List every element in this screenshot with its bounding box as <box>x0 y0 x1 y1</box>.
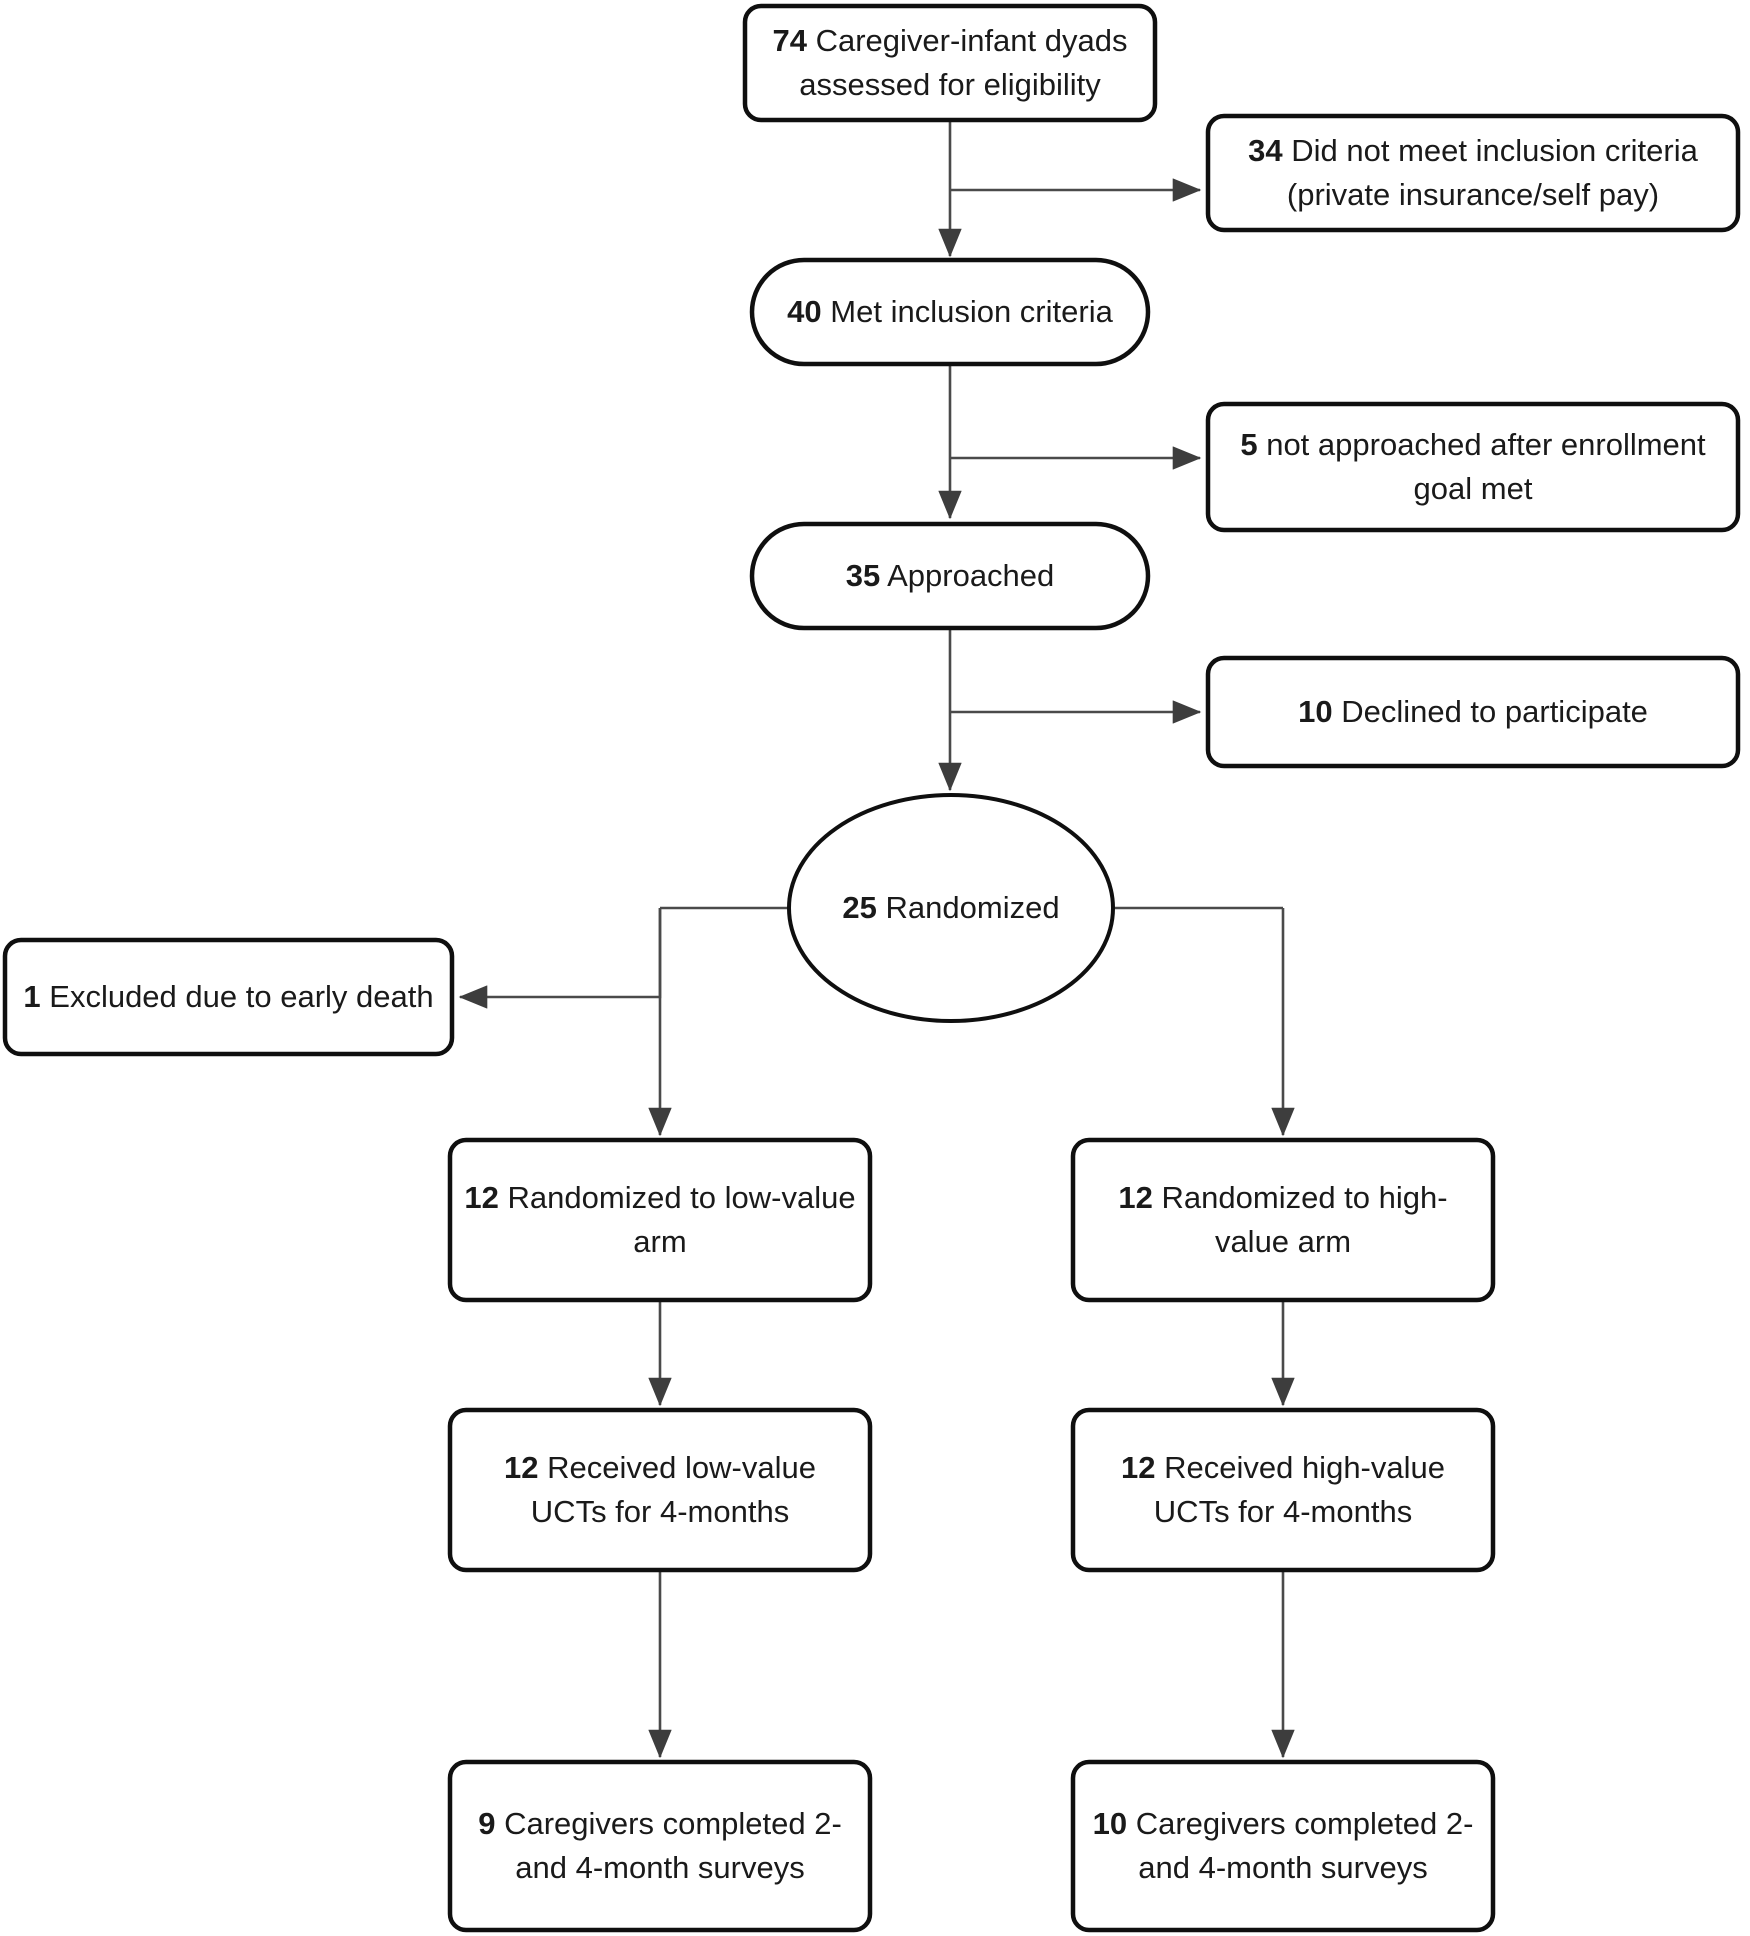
connector-randomized-to-excluded <box>458 908 662 1009</box>
node-excluded-early-death[interactable] <box>2 937 455 1057</box>
node-completed-surveys-low-value[interactable] <box>447 1759 873 1933</box>
node-received-high-value-ucts[interactable] <box>1070 1407 1496 1573</box>
node-approached[interactable] <box>749 521 1151 631</box>
node-randomized-high-value-arm[interactable] <box>1070 1137 1496 1303</box>
node-randomized[interactable] <box>787 793 1115 1023</box>
node-not-approached[interactable] <box>1205 401 1741 533</box>
node-randomized-low-value-arm[interactable] <box>447 1137 873 1303</box>
node-received-low-value-ucts[interactable] <box>447 1407 873 1573</box>
node-declined-to-participate[interactable] <box>1205 655 1741 769</box>
node-did-not-meet-inclusion[interactable] <box>1205 113 1741 233</box>
node-completed-surveys-high-value[interactable] <box>1070 1759 1496 1933</box>
node-met-inclusion-criteria[interactable] <box>749 257 1151 367</box>
node-assessed-for-eligibility[interactable] <box>742 3 1158 123</box>
